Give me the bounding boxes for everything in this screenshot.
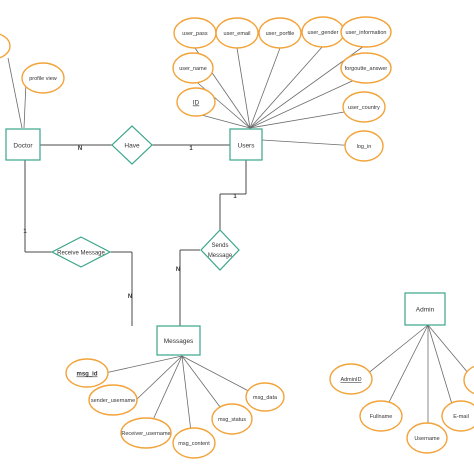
svg-text:user_pass: user_pass — [182, 31, 208, 37]
attribute-msg-id[interactable]: msg_id — [65, 358, 109, 388]
attribute-connectors — [7, 45, 474, 441]
svg-text:user_information: user_information — [346, 30, 387, 36]
relationship-receive-message[interactable]: Receive Message — [50, 236, 112, 268]
entity-admin[interactable]: Admin — [404, 292, 446, 326]
relationship-have[interactable]: Have — [111, 125, 153, 165]
svg-text:msg_content: msg_content — [178, 441, 210, 447]
svg-text:user_porfile: user_porfile — [266, 31, 295, 37]
attribute-user-pass[interactable]: user_pass — [173, 17, 217, 49]
attribute-user-email[interactable]: user_email — [215, 17, 259, 49]
cardinality-sends-messages: N — [176, 267, 180, 273]
attribute-email[interactable]: E-mail — [441, 400, 474, 432]
svg-text:E-mail: E-mail — [453, 414, 469, 420]
relationship-sends-label-line1: Sends — [211, 243, 228, 249]
attribute-user-country[interactable]: user_country — [342, 91, 386, 123]
attribute-doctor-partial[interactable] — [0, 33, 11, 59]
svg-text:AdminID: AdminID — [340, 377, 361, 383]
attribute-receiver-username[interactable]: Receiver_username — [120, 417, 172, 449]
attribute-user-porfile[interactable]: user_porfile — [258, 17, 302, 49]
svg-text:Username: Username — [414, 436, 439, 442]
attribute-msg-content[interactable]: msg_content — [172, 427, 216, 459]
relationship-sends-message[interactable]: Sends Message — [200, 229, 240, 271]
attribute-admin-partial[interactable] — [463, 365, 474, 395]
attribute-forgoutte-answer[interactable]: forgoutte_answer — [340, 52, 392, 84]
entity-messages-label: Messages — [164, 338, 194, 345]
svg-text:msg_id: msg_id — [76, 372, 97, 378]
attribute-msg-status[interactable]: msg_status — [211, 403, 253, 435]
relationship-receive-message-label: Receive Message — [57, 251, 105, 257]
svg-text:user_country: user_country — [348, 105, 380, 111]
cardinality-users-sends: 1 — [233, 194, 237, 200]
relationship-have-label: Have — [124, 143, 140, 150]
cardinality-doctor-receive: 1 — [23, 229, 27, 235]
svg-text:msg_data: msg_data — [253, 395, 278, 401]
svg-text:Fullname: Fullname — [370, 414, 393, 420]
attribute-fullname[interactable]: Fullname — [359, 400, 403, 432]
cardinality-doctor-have: N — [78, 146, 82, 152]
svg-text:profile view: profile view — [29, 76, 57, 82]
relationship-sends-label-line2: Message — [208, 253, 233, 259]
attribute-sender-username[interactable]: sender_username — [88, 384, 138, 416]
entity-users[interactable]: Users — [229, 128, 263, 161]
attribute-user-name[interactable]: user_name — [172, 52, 214, 84]
entity-doctor-label: Doctor — [13, 143, 33, 150]
attribute-log-in[interactable]: log_in — [344, 130, 384, 162]
attribute-id[interactable]: ID — [176, 87, 216, 117]
entity-doctor[interactable]: Doctor — [5, 128, 41, 161]
svg-text:user_name: user_name — [179, 66, 207, 72]
attribute-profile-view[interactable]: profile view — [21, 62, 65, 94]
relationship-connectors — [24, 144, 247, 326]
svg-text:ID: ID — [193, 100, 200, 107]
svg-text:log_in: log_in — [357, 144, 372, 150]
attribute-admin-id[interactable]: AdminID — [329, 363, 373, 395]
svg-text:sender_username: sender_username — [91, 398, 135, 404]
svg-text:user_gender: user_gender — [308, 30, 339, 36]
attribute-user-gender[interactable]: user_gender — [301, 16, 345, 48]
svg-text:Receiver_username: Receiver_username — [121, 431, 170, 437]
cardinality-have-users: 1 — [189, 146, 193, 152]
svg-text:msg_status: msg_status — [218, 417, 246, 423]
svg-text:user_email: user_email — [224, 31, 251, 37]
entity-admin-label: Admin — [416, 307, 435, 314]
attribute-msg-data[interactable]: msg_data — [245, 382, 285, 412]
entity-messages[interactable]: Messages — [156, 325, 201, 356]
cardinalities: N 1 1 N 1 N — [23, 146, 237, 300]
svg-text:forgoutte_answer: forgoutte_answer — [345, 66, 388, 72]
cardinality-receive-messages: N — [128, 294, 132, 300]
attribute-user-information[interactable]: user_information — [340, 16, 392, 48]
entity-users-label: Users — [238, 143, 256, 150]
attribute-username[interactable]: Username — [406, 422, 448, 454]
